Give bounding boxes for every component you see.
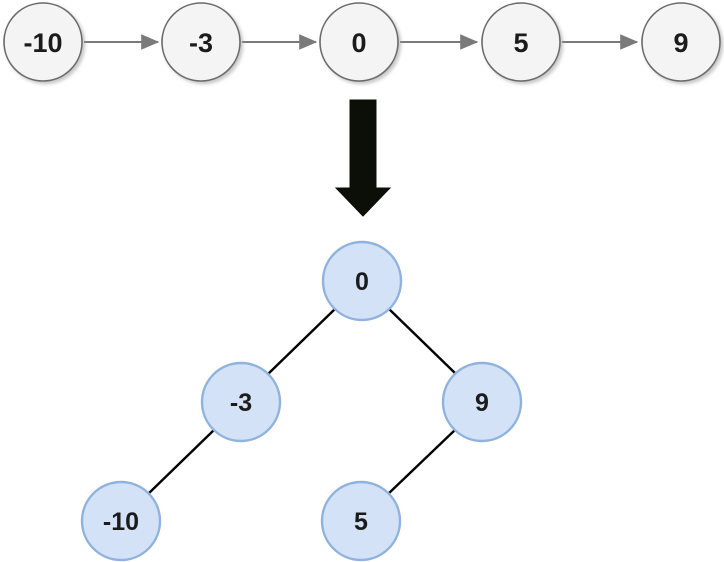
tree-node-circle: [441, 361, 523, 443]
sorted-linked-list: -10 -3 0 5 9: [3, 2, 721, 82]
tree-node-label: -3: [230, 389, 252, 417]
list-node-label: -3: [189, 28, 213, 58]
tree-node-right-left-5[interactable]: [320, 480, 402, 562]
list-node-label: -10: [23, 28, 62, 58]
tree-node-circle: [321, 240, 403, 322]
tree-node-label: 0: [355, 268, 369, 296]
list-node-circle: [481, 2, 561, 82]
list-node-minus3[interactable]: [161, 2, 241, 82]
edge-9-to-5: [386, 428, 457, 496]
tree-node-left-minus3[interactable]: [200, 361, 282, 443]
binary-search-tree: 0 -3 9 -10 5: [80, 240, 523, 562]
edge-minus3-to-minus10: [146, 428, 216, 496]
list-node-circle: [3, 2, 83, 82]
edge-0-to-minus3: [266, 307, 337, 376]
list-node-0[interactable]: [319, 2, 399, 82]
edge-0-to-9: [387, 307, 458, 376]
tree-node-label: 9: [475, 389, 489, 417]
down-arrow-shape: [334, 99, 392, 217]
tree-node-circle: [80, 480, 162, 562]
list-node-label: 0: [351, 28, 366, 58]
tree-node-circle: [200, 361, 282, 443]
list-node-5[interactable]: [481, 2, 561, 82]
tree-node-right-9[interactable]: [441, 361, 523, 443]
list-node-minus10[interactable]: [3, 2, 83, 82]
list-node-label: 9: [673, 28, 688, 58]
list-node-circle: [319, 2, 399, 82]
tree-node-left-left-minus10[interactable]: [80, 480, 162, 562]
list-node-circle: [161, 2, 241, 82]
list-node-9[interactable]: [641, 2, 721, 82]
transform-down-arrow: [334, 99, 392, 217]
list-node-circle: [641, 2, 721, 82]
tree-edges: [146, 307, 458, 496]
tree-node-label: -10: [103, 508, 139, 536]
tree-node-circle: [320, 480, 402, 562]
tree-node-label: 5: [354, 508, 368, 536]
list-node-label: 5: [513, 28, 528, 58]
tree-node-root-0[interactable]: [321, 240, 403, 322]
